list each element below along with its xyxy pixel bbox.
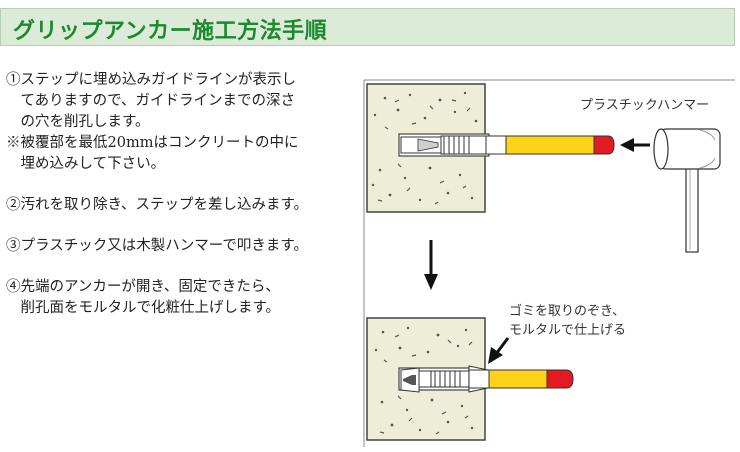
concrete-texture-bottom bbox=[374, 326, 474, 435]
anchor-top bbox=[400, 135, 487, 155]
concrete-block-top bbox=[366, 83, 490, 213]
push-arrow-icon bbox=[620, 138, 650, 152]
finish-label-line2: モルタルで仕上げる bbox=[509, 323, 627, 338]
pointer-arrow-icon bbox=[488, 337, 510, 364]
hammer-label: プラスチックハンマー bbox=[580, 98, 710, 113]
page-title: グリップアンカー施工方法手順 bbox=[13, 19, 328, 44]
step-4: ④先端のアンカーが開き、固定できたら、 削孔面をモルタルで化粧仕上げします。 bbox=[6, 279, 281, 316]
anchor-bottom-expanded bbox=[400, 367, 470, 393]
step-3: ③プラスチック又は木製ハンマーで叩きます。 bbox=[6, 238, 308, 254]
finish-label-line1: ゴミを取りのぞき、 bbox=[509, 304, 626, 319]
title-banner: グリップアンカー施工方法手順 bbox=[0, 8, 735, 46]
step-2: ②汚れを取り除き、ステップを差し込みます。 bbox=[6, 197, 309, 213]
plastic-hammer-icon bbox=[653, 128, 721, 253]
down-arrow-icon bbox=[424, 240, 438, 290]
step-note: ※被覆部を最低20mmはコンクリートの中に 埋め込みして下さい。 bbox=[6, 135, 299, 172]
step-1: ①ステップに埋め込みガイドラインが表示し てありますので、ガイドラインまでの深さ… bbox=[6, 72, 296, 130]
instruction-steps: ①ステップに埋め込みガイドラインが表示し てありますので、ガイドラインまでの深さ… bbox=[6, 70, 336, 319]
concrete-texture-top bbox=[371, 91, 478, 205]
step-bar-top bbox=[485, 135, 615, 155]
step-bar-bottom bbox=[468, 369, 574, 389]
